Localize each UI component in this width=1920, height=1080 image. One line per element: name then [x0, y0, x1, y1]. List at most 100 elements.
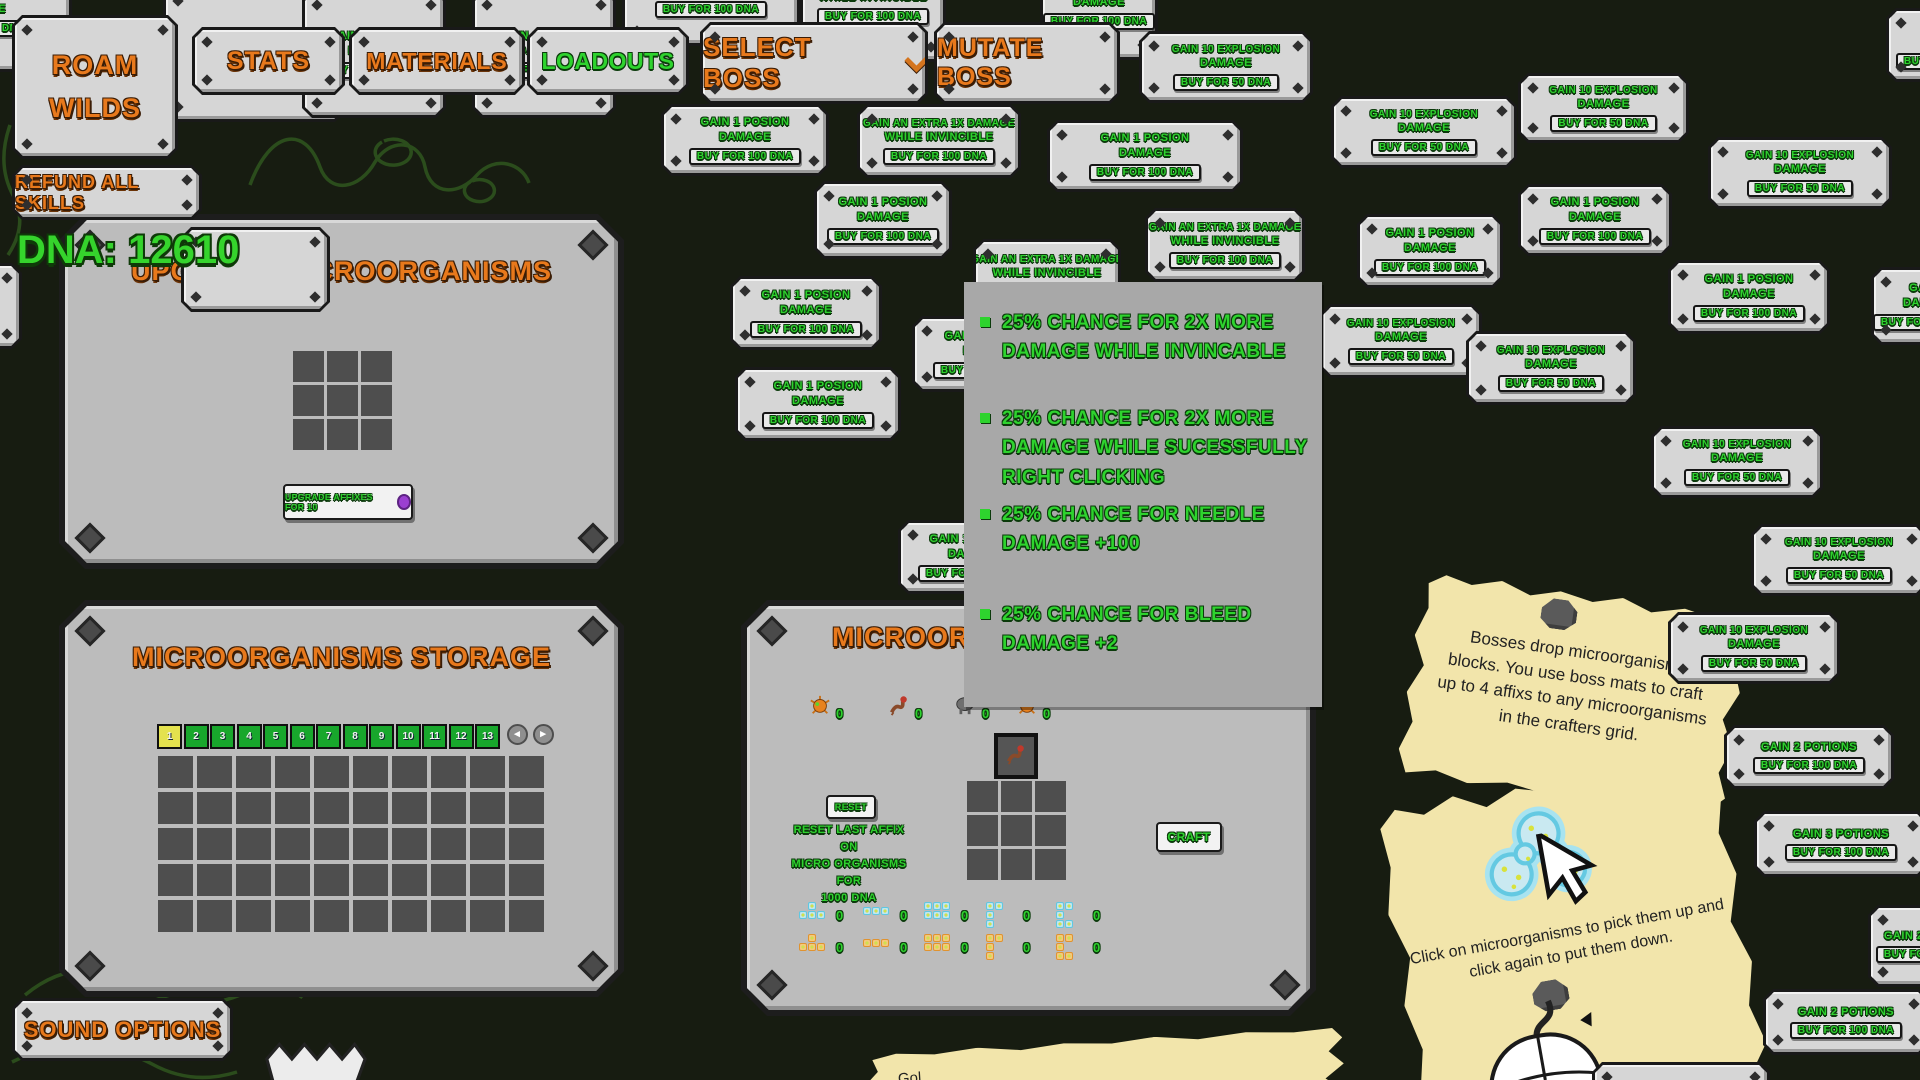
- buy-button[interactable]: BUY FOR 50 DNA: [1786, 567, 1892, 584]
- storage-slot[interactable]: [197, 900, 232, 932]
- storage-slot[interactable]: [353, 900, 388, 932]
- reset-button[interactable]: RESET: [826, 795, 876, 819]
- buy-button[interactable]: BUY FOR 50 DNA: [1701, 655, 1807, 672]
- skill-plate[interactable]: GAIN 10DAMAGEBUY FOR 50 DNA: [1886, 8, 1920, 82]
- buy-button[interactable]: BUY FOR 50 DNA: [1371, 139, 1477, 156]
- craft-grid-slot[interactable]: [1001, 849, 1032, 880]
- storage-slot[interactable]: [275, 828, 310, 860]
- storage-slot[interactable]: [353, 756, 388, 788]
- buy-button[interactable]: BUY FOR 50 DNA: [1173, 74, 1279, 91]
- upgrade-slot[interactable]: [361, 385, 392, 416]
- buy-button[interactable]: BUY FOR 50 DNA: [1498, 375, 1604, 392]
- stats-button[interactable]: STATS: [192, 27, 345, 95]
- sound-options-button[interactable]: SOUND OPTIONS: [12, 998, 233, 1061]
- pager-next-button[interactable]: ▸: [533, 724, 554, 745]
- storage-slot[interactable]: [431, 756, 466, 788]
- buy-button[interactable]: BUY FOR 100 DNA: [689, 148, 801, 165]
- craft-grid-slot[interactable]: [1035, 781, 1066, 812]
- roam-wilds-button[interactable]: ROAM WILDS: [12, 15, 178, 159]
- upgrade-slot[interactable]: [327, 351, 358, 382]
- skill-plate[interactable]: GAIN 1DAMAGEBUY FOR 100 DNA: [1871, 267, 1920, 345]
- buy-button[interactable]: BUY FOR 100 DNA: [1790, 1022, 1902, 1039]
- buy-button[interactable]: BUY FOR 100 DNA: [1876, 946, 1920, 963]
- storage-slot[interactable]: [236, 792, 271, 824]
- buy-button[interactable]: BUY FOR 100 DNA: [1374, 259, 1486, 276]
- storage-slot[interactable]: [431, 828, 466, 860]
- storage-slot[interactable]: [353, 792, 388, 824]
- storage-slot[interactable]: [509, 756, 544, 788]
- storage-tab-4[interactable]: 4: [237, 724, 262, 749]
- craft-slot[interactable]: [994, 733, 1038, 779]
- buy-button[interactable]: BUY FOR 100 DNA: [1539, 228, 1651, 245]
- storage-slot[interactable]: [236, 756, 271, 788]
- storage-slot[interactable]: [392, 792, 427, 824]
- pager-prev-button[interactable]: ◂: [507, 724, 528, 745]
- upgrade-slot[interactable]: [361, 351, 392, 382]
- storage-slot[interactable]: [392, 864, 427, 896]
- storage-slot[interactable]: [236, 900, 271, 932]
- storage-slot[interactable]: [197, 864, 232, 896]
- skill-plate[interactable]: [0, 263, 22, 349]
- materials-button[interactable]: MATERIALS: [349, 27, 525, 95]
- storage-slot[interactable]: [236, 828, 271, 860]
- storage-slot[interactable]: [197, 756, 232, 788]
- storage-tab-7[interactable]: 7: [316, 724, 341, 749]
- storage-slot[interactable]: [431, 900, 466, 932]
- craft-grid-slot[interactable]: [967, 781, 998, 812]
- upgrade-slot[interactable]: [327, 385, 358, 416]
- storage-slot[interactable]: [275, 756, 310, 788]
- upgrade-affixes-button[interactable]: UPGRADE AFFIXES FOR 10: [283, 484, 413, 520]
- upgrade-slot[interactable]: [293, 351, 324, 382]
- upgrade-slot[interactable]: [293, 419, 324, 450]
- storage-slot[interactable]: [314, 828, 349, 860]
- storage-tab-3[interactable]: 3: [210, 724, 235, 749]
- storage-tab-8[interactable]: 8: [343, 724, 368, 749]
- storage-tab-11[interactable]: 11: [422, 724, 447, 749]
- storage-tab-5[interactable]: 5: [263, 724, 288, 749]
- craft-grid-slot[interactable]: [967, 849, 998, 880]
- craft-button[interactable]: CRAFT: [1156, 822, 1222, 852]
- storage-slot[interactable]: [353, 828, 388, 860]
- buy-button[interactable]: BUY FOR 100 DNA: [1785, 844, 1897, 861]
- craft-grid-slot[interactable]: [1035, 815, 1066, 846]
- buy-button[interactable]: BUY FOR 100 DNA: [1089, 164, 1201, 181]
- mutate-boss-button[interactable]: MUTATE BOSS: [934, 22, 1120, 104]
- craft-grid-slot[interactable]: [1001, 781, 1032, 812]
- buy-button[interactable]: BUY FOR 100 DNA: [1693, 305, 1805, 322]
- buy-button[interactable]: BUY FOR 100 DNA: [1873, 314, 1920, 331]
- upgrade-slot[interactable]: [293, 385, 324, 416]
- refund-all-skills-button[interactable]: REFUND ALL SKILLS: [12, 165, 202, 220]
- storage-slot[interactable]: [158, 864, 193, 896]
- storage-slot[interactable]: [509, 828, 544, 860]
- storage-tab-12[interactable]: 12: [449, 724, 474, 749]
- craft-grid-slot[interactable]: [1001, 815, 1032, 846]
- buy-button[interactable]: BUY FOR 100 DNA: [1753, 757, 1865, 774]
- skill-plate[interactable]: [181, 227, 330, 312]
- storage-tab-10[interactable]: 10: [396, 724, 421, 749]
- buy-button[interactable]: BUY FOR 100 DNA: [750, 321, 862, 338]
- select-boss-dropdown[interactable]: SELECT BOSS: [700, 22, 928, 104]
- storage-slot[interactable]: [392, 756, 427, 788]
- storage-slot[interactable]: [197, 792, 232, 824]
- buy-button[interactable]: BUY FOR 100 DNA: [827, 228, 939, 245]
- buy-button[interactable]: BUY FOR 100 DNA: [762, 412, 874, 429]
- storage-tab-9[interactable]: 9: [369, 724, 394, 749]
- storage-slot[interactable]: [275, 900, 310, 932]
- storage-slot[interactable]: [470, 756, 505, 788]
